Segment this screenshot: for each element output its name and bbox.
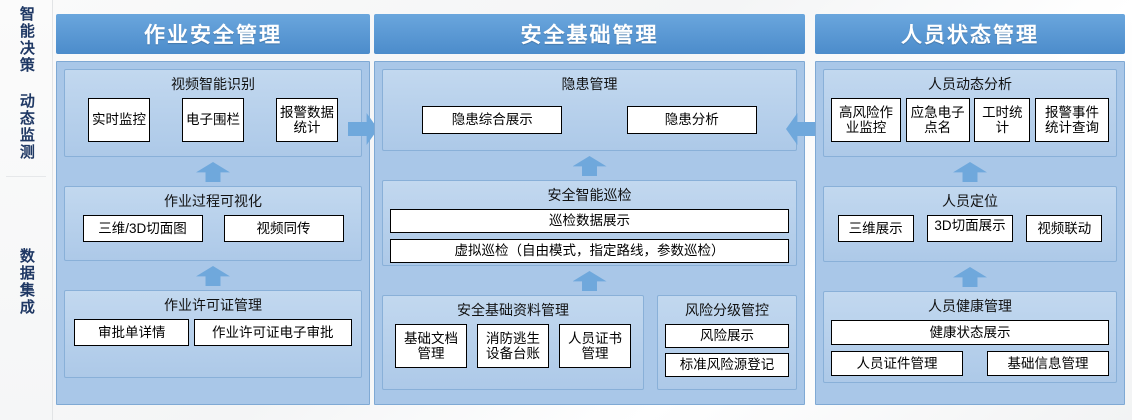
sidebar-label-data-integration-text: 数据集成 [17,248,35,316]
column-job-safety: 作业安全管理 视频智能识别 实时监控 电子围栏 报警数据统计 作业过程可视化 三… [56,14,370,405]
arrow-up-icon-job-2 [196,266,230,286]
item-personnel-certificate-management[interactable]: 人员证书管理 [559,323,631,368]
group-title-safety-basic-data-management: 安全基础资料管理 [457,302,569,318]
group-title-personnel-health-management: 人员健康管理 [928,298,1012,314]
group-title-hazard-management: 隐患管理 [561,76,618,92]
column-body-safety-basic: 隐患管理 隐患综合展示 隐患分析 安全智能巡检 巡检数据展示 虚拟巡检（自由模式… [374,61,805,405]
arrow-up-icon-safety-2 [572,271,607,291]
group-risk-grading-control: 风险分级管控 风险展示 标准风险源登记 [657,295,797,390]
item-electronic-fence[interactable]: 电子围栏 [182,97,244,142]
item-personnel-id-management[interactable]: 人员证件管理 [831,350,963,376]
column-header-safety-basic: 安全基础管理 [374,14,805,54]
item-alarm-event-statistics-query[interactable]: 报警事件统计查询 [1034,97,1109,142]
item-3d-section-display-label: 3D切面展示 [934,217,1006,233]
column-safety-basic: 安全基础管理 隐患管理 隐患综合展示 隐患分析 安全智能巡检 巡检数据展示 虚拟… [374,14,805,405]
sidebar-label-data-integration: 数据集成 [0,248,52,316]
item-fire-escape-equipment-ledger[interactable]: 消防逃生设备台账 [477,323,549,368]
item-high-risk-operation-monitoring[interactable]: 高风险作业监控 [831,97,901,142]
item-alarm-data-statistics[interactable]: 报警数据统计 [276,97,338,142]
item-emergency-e-rollcall[interactable]: 应急电子点名 [905,97,970,142]
item-basic-document-management[interactable]: 基础文档管理 [395,323,467,368]
column-header-personnel-status: 人员状态管理 [815,14,1125,54]
arrow-up-icon-safety-1 [572,156,607,176]
arrow-up-icon-personnel-1 [953,162,987,182]
group-title-personnel-dynamic-analysis: 人员动态分析 [928,76,1012,92]
item-basic-info-management[interactable]: 基础信息管理 [987,350,1109,376]
group-smart-safety-inspection: 安全智能巡检 巡检数据展示 虚拟巡检（自由模式，指定路线，参数巡检） [382,180,797,266]
sidebar-label-decision-text: 智能决策 动态监测 [17,6,35,161]
sidebar-label-decision: 智能决策 动态监测 [0,6,52,161]
item-video-linkage[interactable]: 视频联动 [1026,214,1103,242]
group-title-risk-grading-control: 风险分级管控 [685,302,769,318]
item-work-hours-statistics[interactable]: 工时统计 [974,97,1031,142]
item-3d-section-display[interactable]: 3D切面展示 [926,214,1013,242]
group-personnel-health-management: 人员健康管理 健康状态展示 人员证件管理 基础信息管理 [823,291,1117,383]
column-personnel-status: 人员状态管理 人员动态分析 高风险作业监控 应急电子点名 工时统计 报警事件统计… [815,14,1125,405]
arrow-up-icon-job-1 [196,162,230,182]
group-video-ai-recognition: 视频智能识别 实时监控 电子围栏 报警数据统计 [64,69,362,157]
group-title-job-process-visualization: 作业过程可视化 [164,193,262,209]
item-3d-section-view[interactable]: 三维/3D切面图 [82,214,203,242]
group-title-smart-safety-inspection: 安全智能巡检 [547,187,632,203]
item-standard-risk-source-registration[interactable]: 标准风险源登记 [665,352,789,377]
column-header-job-safety: 作业安全管理 [56,14,370,54]
item-health-status-display[interactable]: 健康状态展示 [831,319,1109,345]
group-safety-basic-data-management: 安全基础资料管理 基础文档管理 消防逃生设备台账 人员证书管理 [382,295,644,390]
group-job-process-visualization: 作业过程可视化 三维/3D切面图 视频同传 [64,186,362,261]
item-hazard-overview[interactable]: 隐患综合展示 [422,105,563,134]
item-3d-display[interactable]: 三维展示 [837,214,914,242]
item-approval-form-detail[interactable]: 审批单详情 [74,318,190,346]
group-title-personnel-positioning: 人员定位 [942,193,998,209]
group-title-work-permit-management: 作业许可证管理 [164,297,262,313]
item-work-permit-e-approval[interactable]: 作业许可证电子审批 [193,318,352,346]
group-hazard-management: 隐患管理 隐患综合展示 隐患分析 [382,69,797,151]
item-video-simul-transmission[interactable]: 视频同传 [223,214,344,242]
column-body-job-safety: 视频智能识别 实时监控 电子围栏 报警数据统计 作业过程可视化 三维/3D切面图… [56,61,370,405]
item-virtual-inspection[interactable]: 虚拟巡检（自由模式，指定路线，参数巡检） [390,238,789,263]
item-risk-display[interactable]: 风险展示 [665,323,789,348]
column-body-personnel-status: 人员动态分析 高风险作业监控 应急电子点名 工时统计 报警事件统计查询 人员定位… [815,61,1125,405]
group-title-video-ai-recognition: 视频智能识别 [171,76,255,92]
arrow-up-icon-personnel-2 [953,267,987,287]
left-sidebar: 智能决策 动态监测 数据集成 [0,0,53,420]
group-personnel-positioning: 人员定位 三维展示 3D切面展示 视频联动 [823,186,1117,262]
group-personnel-dynamic-analysis: 人员动态分析 高风险作业监控 应急电子点名 工时统计 报警事件统计查询 [823,69,1117,157]
group-work-permit-management: 作业许可证管理 审批单详情 作业许可证电子审批 [64,290,362,378]
sidebar-divider [6,176,46,177]
item-hazard-analysis[interactable]: 隐患分析 [626,105,757,134]
item-realtime-monitoring[interactable]: 实时监控 [88,97,150,142]
item-inspection-data-display[interactable]: 巡检数据展示 [390,208,789,233]
